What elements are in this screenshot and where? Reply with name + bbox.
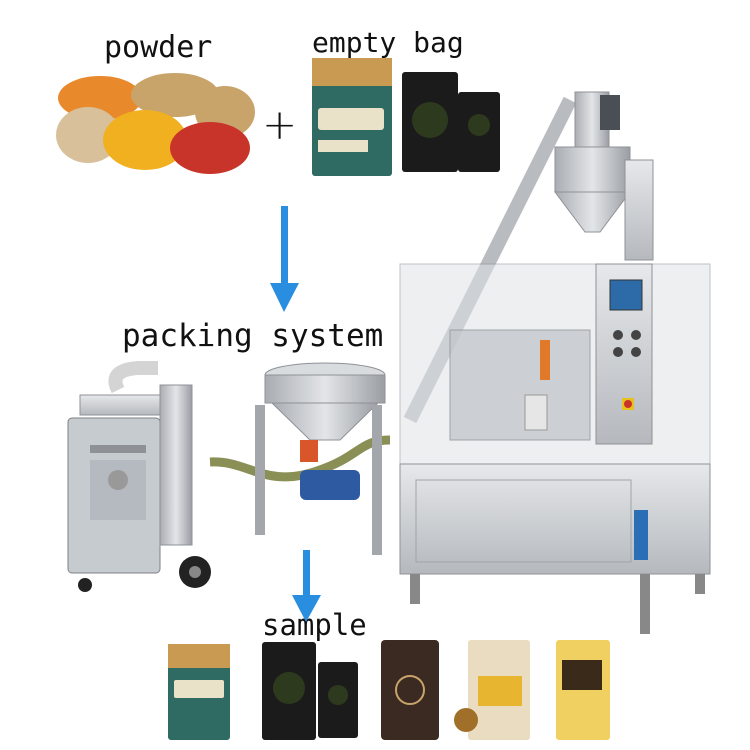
label-packing-system: packing system: [122, 318, 384, 354]
control-screen: [609, 279, 643, 311]
auger-filler: [554, 91, 654, 261]
label-sample: sample: [262, 608, 367, 642]
emergency-stop: [624, 400, 632, 408]
rotary-packing-machine: [399, 263, 711, 634]
vacuum-feeder: [67, 361, 211, 592]
arrow-down-icon: [270, 206, 299, 312]
sample-bags: [168, 640, 610, 740]
label-powder: powder: [104, 30, 213, 65]
screw-hopper: [255, 362, 386, 555]
arrow-down-icon: [292, 550, 321, 622]
empty-bags: [312, 58, 500, 176]
label-empty-bag: empty bag: [312, 26, 464, 59]
plus-sign: +: [262, 100, 298, 149]
powder-piles: [56, 73, 255, 174]
